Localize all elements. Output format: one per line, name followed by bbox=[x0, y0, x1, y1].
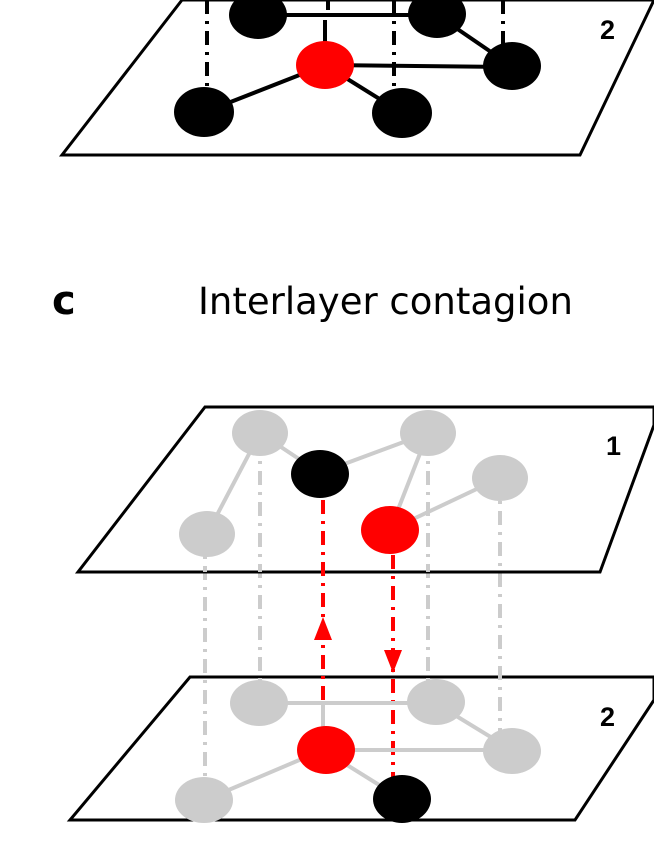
top-panel-layer-plane bbox=[58, 0, 654, 157]
node-inactive bbox=[230, 680, 288, 726]
contagion-links bbox=[321, 500, 395, 780]
top-panel-nodes bbox=[174, 0, 541, 138]
node-inactive bbox=[483, 728, 541, 774]
top-panel: 2 bbox=[58, 0, 654, 157]
node-active bbox=[229, 0, 287, 39]
layer-1-nodes bbox=[179, 410, 528, 557]
arrow-up-icon bbox=[314, 617, 332, 640]
node-inactive bbox=[232, 410, 288, 456]
layer-1-plane bbox=[74, 405, 654, 574]
node-inactive bbox=[175, 777, 233, 823]
layer-2-nodes bbox=[175, 679, 541, 823]
panel-letter: c bbox=[52, 278, 76, 324]
node-active bbox=[408, 0, 466, 38]
node-inactive bbox=[472, 455, 528, 501]
node-active bbox=[174, 87, 234, 137]
panel-c-diagram: 1 2 bbox=[66, 405, 654, 823]
node-active bbox=[373, 775, 431, 823]
panel-title: Interlayer contagion bbox=[198, 280, 573, 323]
node-active bbox=[372, 88, 432, 138]
layer-2-label: 2 bbox=[600, 702, 615, 732]
arrow-down-icon bbox=[384, 650, 402, 673]
node-active bbox=[483, 42, 541, 90]
node-infected bbox=[296, 41, 354, 89]
contagion-arrows bbox=[314, 617, 402, 673]
node-inactive bbox=[407, 679, 465, 725]
node-infected bbox=[361, 506, 419, 554]
node-inactive bbox=[400, 410, 456, 456]
top-panel-interlayer-links bbox=[205, 0, 505, 110]
node-infected bbox=[297, 726, 355, 774]
top-panel-layer-label: 2 bbox=[600, 15, 615, 45]
node-active bbox=[291, 450, 349, 498]
layer-1-label: 1 bbox=[606, 431, 621, 461]
node-inactive bbox=[179, 511, 235, 557]
